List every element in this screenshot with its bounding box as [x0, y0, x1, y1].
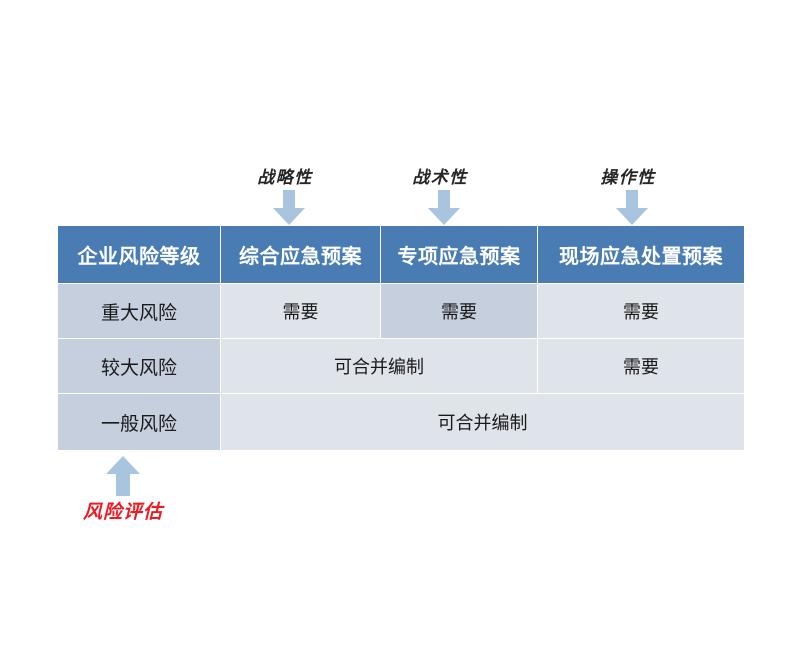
annotation-label-tactical: 战术性 — [412, 168, 468, 188]
arrow-up-icon-risk-assessment — [105, 455, 141, 497]
cell-larger-merged-plan: 可合并编制 — [220, 338, 538, 394]
table-row: 重大风险 需要 需要 需要 — [57, 283, 745, 339]
annotation-label-strategic: 战略性 — [257, 168, 313, 188]
cell-general-merged-plan: 可合并编制 — [220, 393, 745, 451]
table-header-row: 企业风险等级 综合应急预案 专项应急预案 现场应急处置预案 — [57, 225, 745, 284]
cell-major-onsite: 需要 — [537, 283, 745, 339]
cell-major-special: 需要 — [380, 283, 538, 339]
column-header-comprehensive-plan: 综合应急预案 — [220, 225, 381, 284]
column-header-risk-level: 企业风险等级 — [57, 225, 221, 284]
row-header-larger-risk: 较大风险 — [57, 338, 221, 394]
arrow-down-icon-strategic — [272, 190, 306, 226]
table-row: 一般风险 可合并编制 — [57, 393, 745, 451]
arrow-down-icon-operational — [615, 190, 649, 226]
cell-larger-onsite: 需要 — [537, 338, 745, 394]
annotation-label-risk-assessment: 风险评估 — [82, 501, 164, 523]
cell-major-comprehensive: 需要 — [220, 283, 381, 339]
column-header-special-plan: 专项应急预案 — [380, 225, 538, 284]
row-header-general-risk: 一般风险 — [57, 393, 221, 451]
arrow-down-icon-tactical — [427, 190, 461, 226]
table-row: 较大风险 可合并编制 需要 — [57, 338, 745, 394]
risk-plan-matrix-table: 企业风险等级 综合应急预案 专项应急预案 现场应急处置预案 重大风险 需要 需要… — [57, 225, 745, 451]
annotation-label-operational: 操作性 — [600, 168, 656, 188]
column-header-onsite-plan: 现场应急处置预案 — [537, 225, 745, 284]
row-header-major-risk: 重大风险 — [57, 283, 221, 339]
